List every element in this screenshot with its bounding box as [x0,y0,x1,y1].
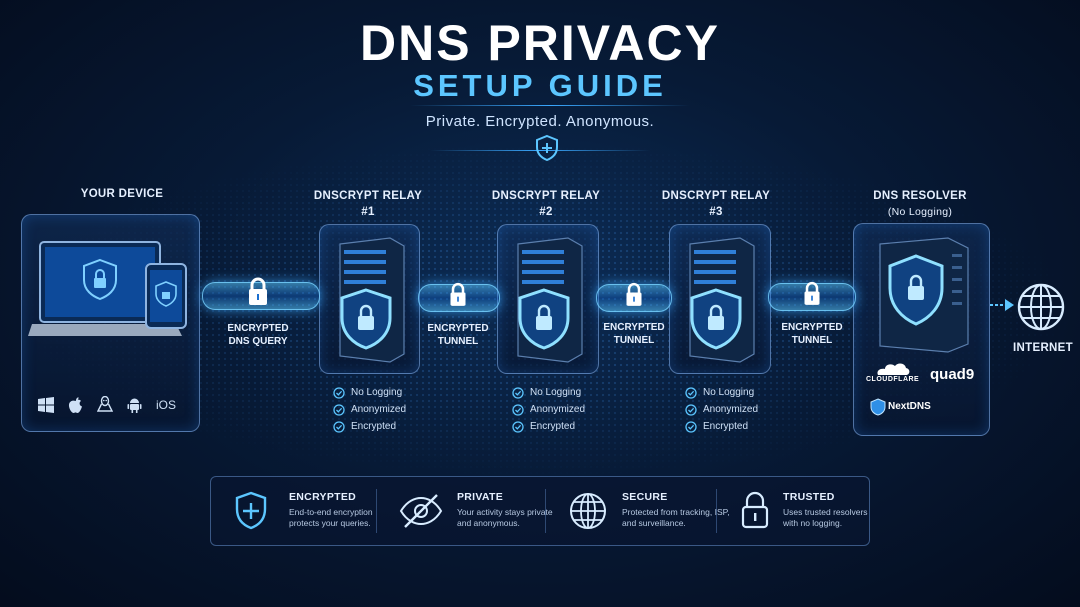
linux-icon [97,396,113,412]
encrypted-query-tube [202,282,320,310]
lock-icon [450,282,466,306]
check-circle-icon [512,403,524,416]
globe-icon [1017,283,1065,331]
resolver-server-icon [879,237,969,353]
android-icon [127,398,142,413]
check-circle-icon [333,403,345,416]
feature-title: PRIVATE [457,491,504,503]
laptop-phone-icon [28,241,187,336]
shield-plus-icon [536,134,558,162]
relay2-label: DNSCRYPT RELAY#2 [491,190,601,218]
divider [376,489,377,533]
shield-plus-icon [235,491,267,530]
resolver-label: DNS RESOLVER(No Logging) [873,190,967,218]
globe-icon [570,493,606,529]
relay3-server-icon [689,237,755,363]
tagline: Private. Encrypted. Anonymous. [425,113,655,130]
device-label: YOUR DEVICE [80,188,164,200]
feature-private: PRIVATE Your activity stays private and … [377,477,553,545]
check-circle-icon [512,386,524,399]
relay2-features: No Logging Anonymized Encrypted [512,384,585,435]
check-item: No Logging [685,384,758,401]
feature-trusted: TRUSTED Uses trusted resolvers with no l… [717,477,869,545]
check-item: Encrypted [685,418,758,435]
check-circle-icon [333,420,345,433]
lock-icon [249,277,267,305]
nextdns-logo: NextDNS [888,401,931,412]
features-panel: ENCRYPTED End-to-end encryption protects… [210,476,870,546]
check-item: No Logging [512,384,585,401]
apple-icon [68,396,82,413]
feature-encrypted: ENCRYPTED End-to-end encryption protects… [211,477,375,545]
relay3-features: No Logging Anonymized Encrypted [685,384,758,435]
nextdns-shield-icon [870,398,886,416]
check-item: Anonymized [685,401,758,418]
check-circle-icon [333,386,345,399]
check-circle-icon [685,386,697,399]
relay1-label: DNSCRYPT RELAY#1 [313,190,423,218]
cloudflare-logo: CLOUDFLARE [866,376,920,383]
lock-icon [626,282,642,306]
feature-secure: SECURE Protected from tracking, ISP, and… [546,477,730,545]
quad9-logo: quad9 [930,366,975,383]
check-circle-icon [685,403,697,416]
os-list: iOS [38,396,176,414]
internet-label: INTERNET [1013,342,1073,354]
feature-desc: Uses trusted resolvers with no logging. [783,507,868,528]
lock-icon [804,281,820,305]
arrow-right-icon [990,299,1014,311]
feature-desc: Protected from tracking, ISP, and survei… [622,507,730,528]
check-item: Encrypted [333,418,406,435]
feature-title: SECURE [622,491,668,503]
divider [716,489,717,533]
cloudflare-cloud-icon [877,363,910,375]
divider [410,105,690,106]
feature-desc: Your activity stays private and anonymou… [457,507,553,528]
windows-icon [38,397,54,413]
feature-title: ENCRYPTED [289,491,357,503]
feature-title: TRUSTED [783,491,835,503]
check-item: Anonymized [333,401,406,418]
check-item: Anonymized [512,401,585,418]
divider [430,150,650,151]
eye-off-icon [399,494,443,528]
check-item: No Logging [333,384,406,401]
lock-icon [741,491,769,529]
relay1-features: No Logging Anonymized Encrypted [333,384,406,435]
ios-label: iOS [156,398,177,412]
feature-desc: End-to-end encryption protects your quer… [289,507,373,528]
check-circle-icon [512,420,524,433]
relay1-server-icon [339,237,405,363]
page-subtitle: SETUP GUIDE [413,68,667,103]
divider [545,489,546,533]
check-item: Encrypted [512,418,585,435]
relay2-server-icon [517,237,583,363]
page-title: DNS PRIVACY [359,15,720,71]
check-circle-icon [685,420,697,433]
relay3-label: DNSCRYPT RELAY#3 [661,190,771,218]
